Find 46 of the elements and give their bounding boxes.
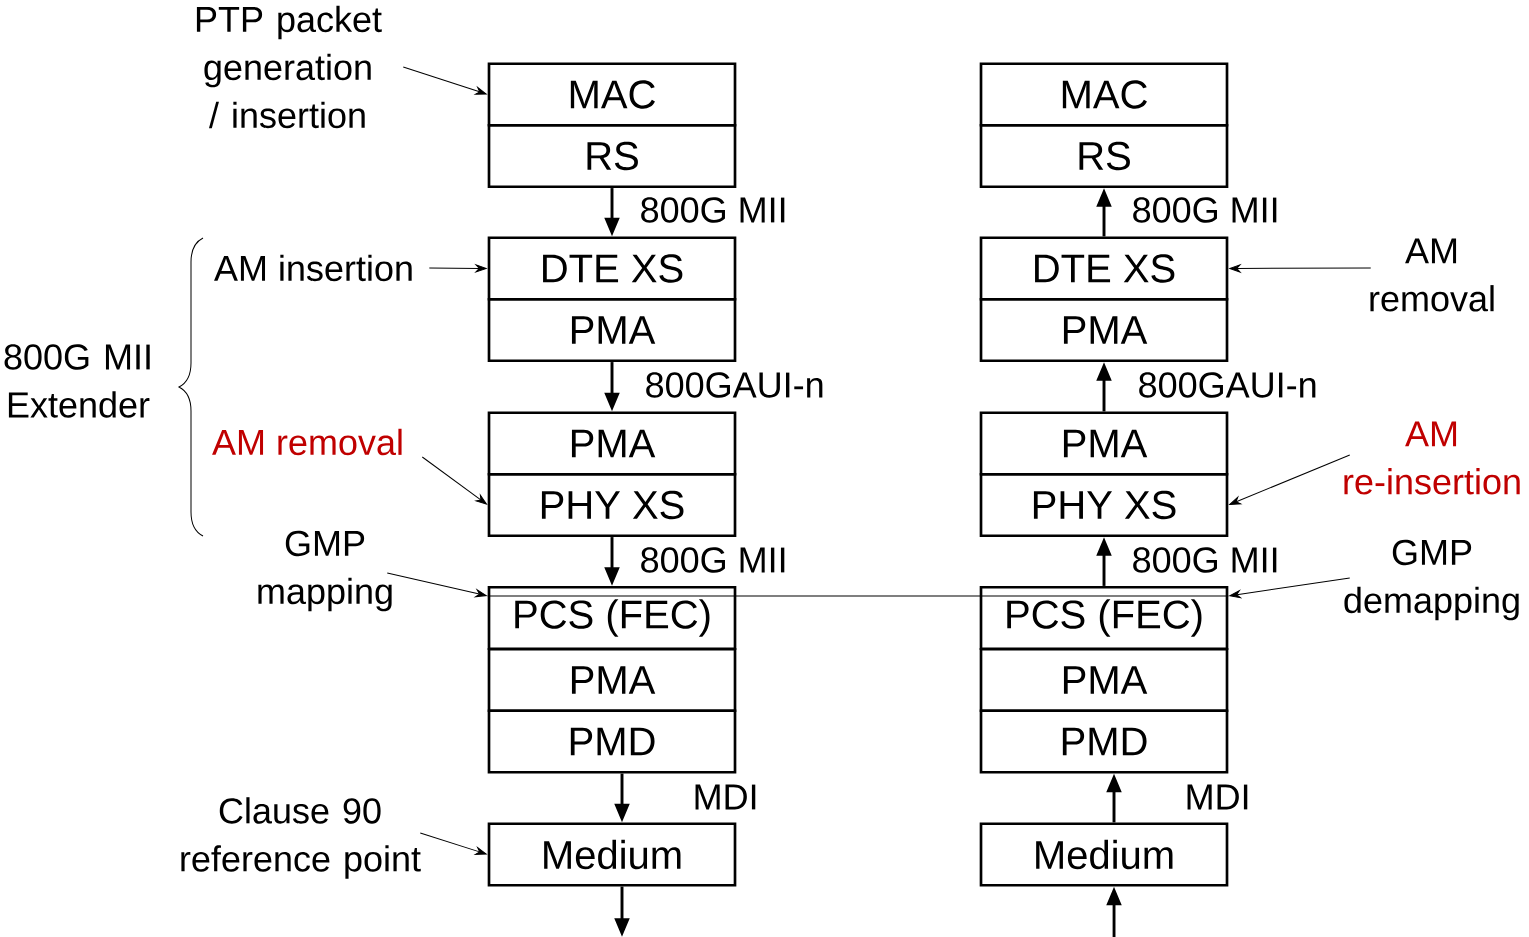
layer-box: PCS (FEC) [487,585,737,651]
layer-box: RS [979,123,1229,189]
layer-box: PHY XS [487,472,737,538]
layer-box: PMA [487,297,737,363]
edge-label: 800G MII [638,195,789,225]
edge-label: 800GAUI-n [643,370,827,400]
edge-label: 800G MII [1130,545,1281,575]
edge-label: MDI [691,783,760,811]
arrow [428,264,487,273]
edge-label: 800GAUI-n [1136,370,1320,400]
annotation-text: Clause 90 reference point [181,797,421,879]
layer-box: DTE XS [487,236,737,301]
layer-box: PCS (FEC) [979,585,1229,651]
layer-box: PMA [979,647,1229,713]
layer-box: PMD [979,709,1229,774]
arrow [1229,454,1351,505]
brace-label: 800G MII Extender [4,344,150,418]
line [487,595,1229,597]
layer-box: PMA [979,411,1229,476]
layer-box: DTE XS [979,236,1229,301]
arrow [421,456,487,505]
arrow [1229,577,1351,599]
edge-label: 800G MII [638,545,789,575]
annotation-text: PTP packet generation / insertion [196,5,382,129]
layer-box: PMA [979,297,1229,363]
layer-box: PMA [487,647,737,713]
layer-box: RS [487,123,737,189]
layer-box: Medium [979,822,1229,887]
arrow [386,572,487,598]
edge-label: MDI [1183,783,1252,811]
layer-box: MAC [487,62,737,127]
annotation-text: AM insertion [214,254,412,282]
annotation-text: AM removal [1370,238,1494,312]
arrow [1229,264,1372,273]
arrow [419,832,487,855]
annotation-text: AM re-insertion [1344,421,1520,495]
layer-box: MAC [979,62,1229,127]
layer-box: PHY XS [979,472,1229,538]
arrow [402,66,487,95]
layer-box: Medium [487,822,737,887]
annotation-text: GMP demapping [1344,539,1519,621]
annotation-text: GMP mapping [258,530,392,612]
layer-box: PMD [487,709,737,774]
layer-box: PMA [487,411,737,476]
edge-label: 800G MII [1130,195,1281,225]
annotation-text: AM removal [212,428,402,456]
